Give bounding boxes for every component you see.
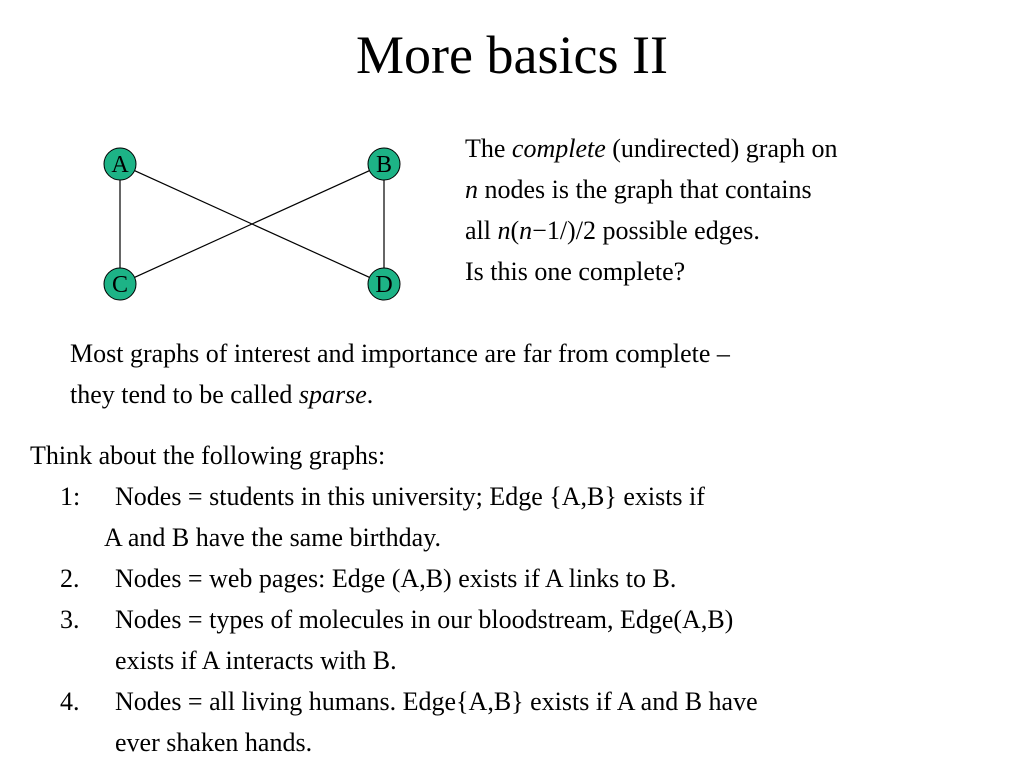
- node-a-label: A: [111, 152, 129, 178]
- node-b-label: B: [376, 152, 392, 178]
- slide-title: More basics II: [356, 25, 668, 85]
- list-item-text: Nodes = all living humans. Edge{A,B} exi…: [115, 687, 758, 716]
- list-item-number: 3.: [60, 605, 80, 634]
- definition-line-1: The complete (undirected) graph on: [465, 134, 838, 163]
- definition-line-2: n nodes is the graph that contains: [465, 175, 812, 204]
- list-item-number: 2.: [60, 564, 80, 593]
- list-item-number: 1:: [60, 482, 81, 511]
- list-item-continuation: exists if A interacts with B.: [115, 646, 397, 675]
- node-d: D: [367, 267, 401, 301]
- think-about-list: Think about the following graphs: 1: Nod…: [30, 435, 1010, 763]
- node-c: C: [103, 267, 137, 301]
- graph-diagram: A B C D: [103, 147, 401, 301]
- list-item: 4. Nodes = all living humans. Edge{A,B} …: [30, 681, 1010, 763]
- list-item-continuation: A and B have the same birthday.: [104, 523, 441, 552]
- edge-b-c: [119, 163, 385, 285]
- node-a: A: [103, 147, 137, 181]
- sparse-line-1: Most graphs of interest and importance a…: [70, 339, 730, 368]
- node-b: B: [367, 147, 401, 181]
- list-item: 3. Nodes = types of molecules in our blo…: [30, 599, 1010, 681]
- list-item-text: Nodes = types of molecules in our bloods…: [115, 605, 734, 634]
- sparse-line-2: they tend to be called sparse.: [70, 380, 374, 409]
- list-item-number: 4.: [60, 687, 80, 716]
- node-d-label: D: [375, 272, 392, 298]
- list-item-text: Nodes = students in this university; Edg…: [115, 482, 705, 511]
- think-intro: Think about the following graphs:: [30, 441, 386, 470]
- list-item-continuation: ever shaken hands.: [115, 728, 313, 757]
- list-item: 2. Nodes = web pages: Edge (A,B) exists …: [30, 558, 1010, 599]
- node-c-label: C: [112, 272, 128, 298]
- definition-line-3: all n(n−1/)/2 possible edges.: [465, 216, 760, 245]
- definition-question: Is this one complete?: [465, 257, 686, 286]
- list-item: 1: Nodes = students in this university; …: [30, 476, 1010, 517]
- complete-graph-definition: The complete (undirected) graph on n nod…: [465, 128, 985, 292]
- sparse-paragraph: Most graphs of interest and importance a…: [70, 333, 1010, 415]
- list-item-text: Nodes = web pages: Edge (A,B) exists if …: [115, 564, 677, 593]
